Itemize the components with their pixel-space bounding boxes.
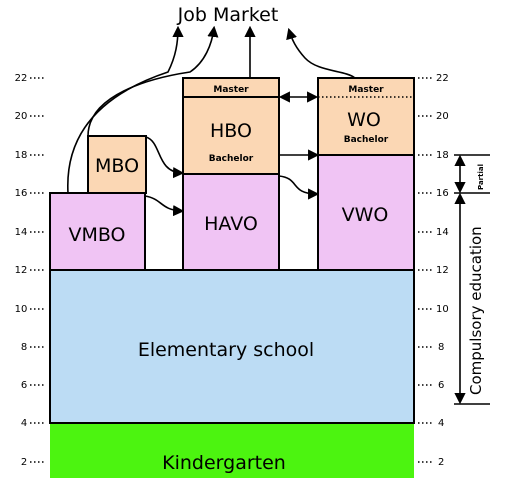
partial-label: Partial — [477, 164, 485, 190]
left-tick-6: 6 — [21, 380, 27, 391]
right-tick-12: 12 — [436, 265, 449, 276]
right-tick-6: 6 — [438, 380, 444, 391]
right-age-axis: 2 4 6 8 10 12 14 16 18 20 22 — [418, 73, 449, 468]
wo-label: WO — [347, 109, 381, 131]
wo-block — [317, 77, 415, 156]
left-tick-20: 20 — [15, 111, 28, 122]
vwo-label: VWO — [342, 204, 389, 226]
right-tick-2: 2 — [438, 457, 444, 468]
left-tick-4: 4 — [21, 418, 27, 429]
wo-master-label: Master — [348, 85, 384, 95]
kindergarten-label: Kindergarten — [162, 452, 286, 474]
right-tick-8: 8 — [438, 342, 444, 353]
havo-block — [182, 173, 280, 271]
left-tick-12: 12 — [15, 265, 28, 276]
right-tick-18: 18 — [436, 150, 449, 161]
vmbo-to-havo-arrow — [144, 195, 185, 217]
mbo-to-hbo-arrow — [145, 136, 185, 179]
left-tick-2: 2 — [21, 457, 27, 468]
left-tick-14: 14 — [15, 227, 28, 238]
left-tick-8: 8 — [21, 342, 27, 353]
wo-bachelor-label: Bachelor — [344, 135, 389, 145]
havo-label: HAVO — [204, 213, 258, 235]
left-age-axis: 2 4 6 8 10 12 14 16 18 20 22 — [15, 73, 46, 468]
mbo-block — [87, 135, 147, 194]
compulsory-education-label: Compulsory education — [467, 226, 485, 395]
kindergarten-block — [50, 423, 414, 478]
left-tick-10: 10 — [15, 304, 28, 315]
hbo-bachelor-label: Bachelor — [209, 154, 254, 164]
right-tick-10: 10 — [436, 304, 449, 315]
hbo-label: HBO — [210, 120, 252, 142]
right-tick-4: 4 — [438, 418, 444, 429]
vmbo-to-job-market-arrow — [67, 25, 184, 194]
left-tick-18: 18 — [15, 150, 28, 161]
left-tick-16: 16 — [15, 188, 28, 199]
hbo-master-label: Master — [213, 85, 249, 95]
elementary-school-label: Elementary school — [138, 339, 314, 361]
hbo-master-block — [182, 77, 280, 98]
hbo-block — [182, 96, 280, 175]
wo-master-to-job-market-arrow — [286, 27, 356, 79]
vwo-block — [317, 154, 415, 271]
mbo-to-job-market-arrow — [87, 25, 219, 137]
right-tick-22: 22 — [436, 73, 449, 84]
right-tick-14: 14 — [436, 227, 449, 238]
right-tick-20: 20 — [436, 111, 449, 122]
job-market-title: Job Market — [177, 4, 279, 26]
havo-to-vwo-arrow — [278, 175, 320, 200]
mbo-label: MBO — [95, 155, 139, 177]
vmbo-label: VMBO — [68, 224, 125, 246]
left-tick-22: 22 — [15, 73, 28, 84]
elementary-school-block — [49, 269, 415, 424]
right-tick-16: 16 — [436, 188, 449, 199]
